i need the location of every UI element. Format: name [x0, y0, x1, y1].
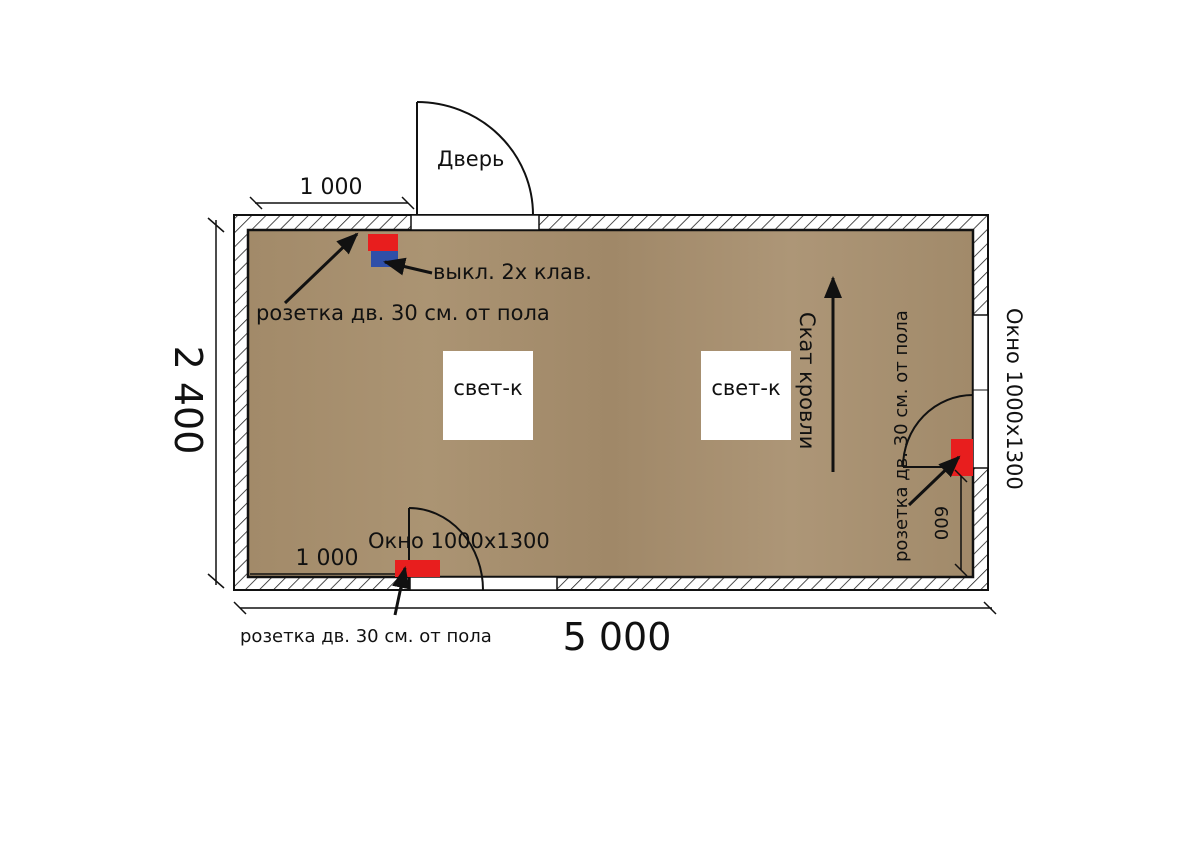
door-label: Дверь	[437, 147, 504, 171]
light-fixture-2: свет-к	[701, 351, 791, 440]
switch-label: выкл. 2х клав.	[433, 260, 592, 284]
right-inner-dimension: 600	[930, 506, 951, 540]
walls	[233, 214, 989, 591]
window-right: Окно 1000х1300	[902, 308, 1026, 490]
socket-bottom-label: розетка дв. 30 см. от пола	[240, 626, 492, 647]
socket-right-icon	[951, 439, 973, 476]
top-dimension: 1 000	[300, 175, 363, 200]
door: Дверь	[410, 101, 540, 231]
light-2-label: свет-к	[711, 376, 780, 400]
socket-bottom-icon	[395, 560, 440, 577]
roof-slope-label: Скат кровли	[795, 312, 819, 449]
roof-slope-arrow: Скат кровли	[795, 276, 842, 472]
dimension-lines	[207, 196, 997, 615]
bottom-dimension: 5 000	[563, 615, 672, 659]
socket-right-label: розетка дв. 30 см. от пола	[891, 310, 912, 562]
window-bottom-label: Окно 1000х1300	[368, 529, 550, 553]
window-bottom: Окно 1000х1300	[368, 507, 558, 591]
bottom-inner-dimension: 1 000	[296, 546, 359, 571]
light-1-label: свет-к	[453, 376, 522, 400]
left-dimension: 2 400	[166, 346, 210, 455]
socket-top-label: розетка дв. 30 см. от пола	[256, 301, 550, 325]
floor	[246, 228, 975, 579]
pointer-arrows	[283, 232, 961, 616]
socket-top-icon	[368, 234, 398, 251]
light-fixture-1: свет-к	[443, 351, 533, 440]
window-right-label: Окно 1000х1300	[1002, 308, 1026, 490]
